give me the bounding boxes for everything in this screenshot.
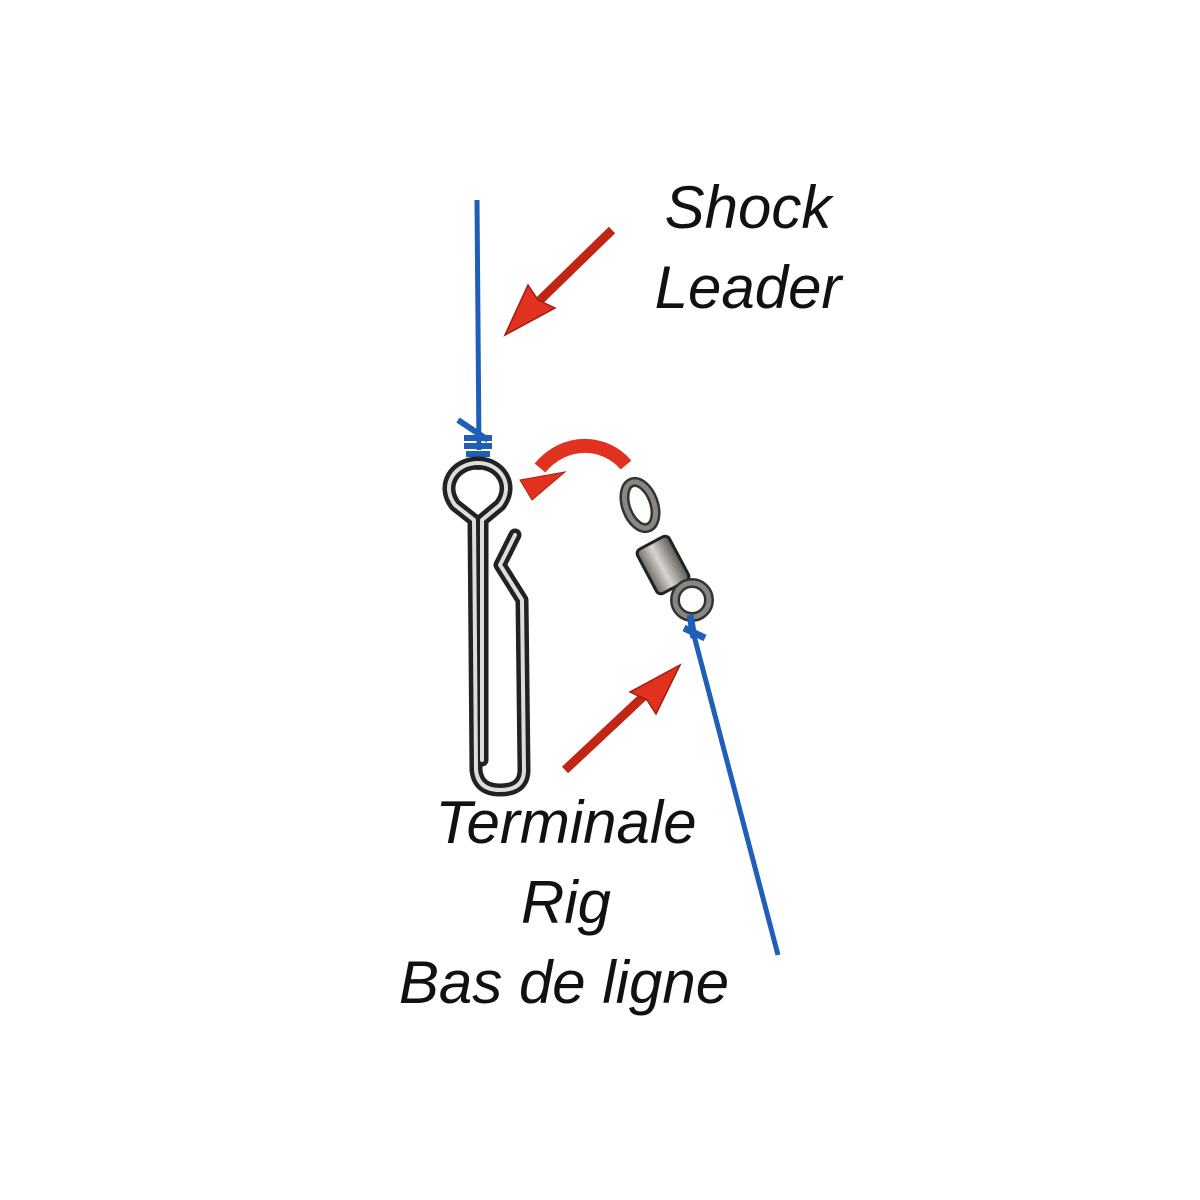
label-leader: Leader xyxy=(654,254,842,321)
label-terminale: Terminale xyxy=(435,789,697,856)
shock-leader-arrow-icon xyxy=(503,226,616,337)
terminal-rig-knot xyxy=(682,614,707,642)
swivel-icon xyxy=(619,476,714,622)
snap-clip-icon xyxy=(442,456,531,797)
curved-arrow-icon xyxy=(519,439,632,501)
terminal-rig-arrow-icon xyxy=(561,663,682,774)
label-shock: Shock xyxy=(664,174,832,241)
terminal-rig-line xyxy=(682,614,781,956)
shock-leader-line xyxy=(456,199,492,470)
label-rig: Rig xyxy=(520,869,612,936)
label-bas-de-ligne: Bas de ligne xyxy=(398,949,730,1016)
